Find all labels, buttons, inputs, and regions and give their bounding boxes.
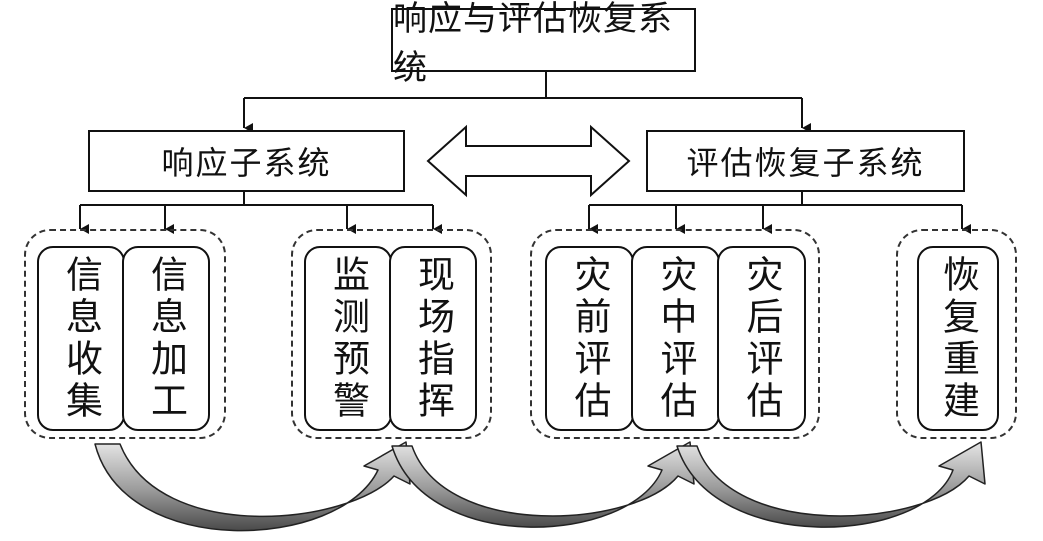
root-connector [243,72,811,133]
card-onsite-command: 现场指挥 [389,246,477,431]
root-system-box: 响应与评估恢复系统 [391,0,696,88]
root-system-label: 响应与评估恢复系统 [393,0,673,88]
card-recovery-rebuild: 恢复重建 [917,246,999,431]
card-post-disaster: 灾后评估 [717,246,806,431]
card-recovery-rebuild-label: 恢复重建 [936,254,980,423]
group-monitor [291,229,492,439]
evaluation-subsystem-box: 评估恢复子系统 [646,130,965,192]
card-mid-disaster-label: 灾中评估 [654,254,697,423]
group-info [24,229,226,439]
flow-arrow-1 [94,441,411,532]
card-pre-disaster: 灾前评估 [545,246,634,431]
card-onsite-command-label: 现场指挥 [411,254,455,423]
bidirectional-arrow [426,124,631,198]
evaluation-subsystem-label: 评估恢复子系统 [686,144,925,182]
flow-arrow-3 [676,441,986,528]
card-mid-disaster: 灾中评估 [631,246,720,431]
flow-arrow-2 [391,441,695,528]
group-assess [530,229,820,439]
card-info-collect-label: 信息收集 [59,254,103,423]
card-info-collect: 信息收集 [37,246,125,431]
response-subsystem-label: 响应子系统 [161,144,332,182]
response-subsystem-box: 响应子系统 [88,130,405,192]
card-monitor-warning: 监测预警 [304,246,392,431]
card-info-process-label: 信息加工 [144,254,188,423]
card-monitor-warning-label: 监测预警 [326,254,370,423]
card-info-process: 信息加工 [122,246,210,431]
response-connector [79,192,442,234]
group-recover [896,229,1017,439]
evaluation-connector [588,192,971,234]
card-pre-disaster-label: 灾前评估 [568,254,611,423]
card-post-disaster-label: 灾后评估 [740,254,783,423]
